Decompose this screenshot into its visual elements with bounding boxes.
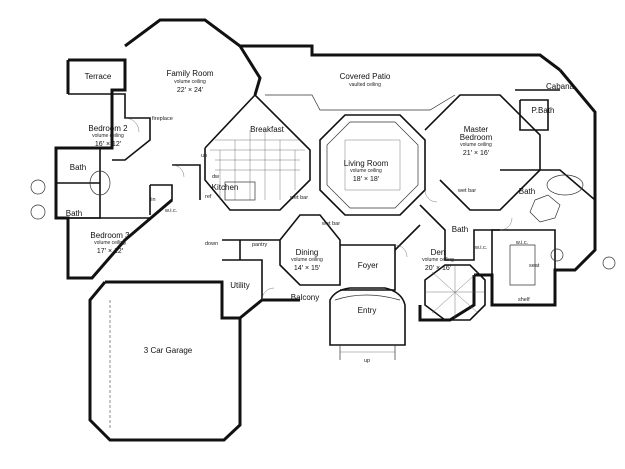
- bedroom2-note: volume ceiling: [92, 133, 124, 139]
- room-labels: Family Room volume ceiling 22′ × 24′ Cov…: [66, 69, 575, 355]
- bedroom2-label: Bedroom 2: [88, 124, 128, 133]
- shelf-label: shelf: [518, 297, 530, 303]
- master-bedroom-label2: Bedroom: [460, 133, 493, 142]
- kitchen-label: Kitchen: [212, 183, 239, 192]
- bedroom3-dims: 17′ × 12′: [97, 248, 124, 255]
- den-label: Den: [431, 248, 446, 257]
- pantry-label: pantry: [252, 242, 268, 248]
- lin-label: lin: [150, 197, 156, 203]
- family-room-note: volume ceiling: [174, 79, 206, 85]
- bedroom2-dims: 16′ × 12′: [95, 141, 122, 148]
- wic-master-label: w.i.c.: [515, 240, 529, 246]
- bedroom3-note: volume ceiling: [94, 240, 126, 246]
- master-bedroom-note: volume ceiling: [460, 142, 492, 148]
- living-room-dims: 18′ × 18′: [353, 176, 380, 183]
- wet-bar-kitchen-label: wet bar: [289, 195, 308, 201]
- den-dims: 20′ × 16′: [425, 265, 452, 272]
- annotations: fireplace pantry wet bar wet bar wet bar…: [150, 116, 540, 364]
- entry-rotunda: [329, 287, 406, 360]
- ref-label: ref: [205, 194, 212, 200]
- family-room-dims: 22′ × 24′: [177, 87, 204, 94]
- pbath-label: P.Bath: [532, 106, 555, 115]
- garage-label: 3 Car Garage: [144, 346, 193, 355]
- cabana-label: Cabana: [546, 82, 575, 91]
- master-bedroom-label: Master: [464, 125, 489, 134]
- bath-left-label: Bath: [66, 209, 82, 218]
- living-room-note: volume ceiling: [350, 168, 382, 174]
- living-room-grid: [344, 139, 401, 191]
- down-label: down: [205, 241, 218, 247]
- bath-upper-left-label: Bath: [70, 163, 86, 172]
- family-room-label: Family Room: [166, 69, 213, 78]
- dw-label: dw: [212, 174, 219, 180]
- bath-mid-label: Bath: [452, 225, 468, 234]
- dining-note: volume ceiling: [291, 257, 323, 263]
- covered-patio-note: vaulted ceiling: [349, 82, 381, 88]
- master-tub: [529, 174, 584, 223]
- bedroom3-label: Bedroom 3: [90, 231, 130, 240]
- up-entry-label: up: [364, 358, 370, 364]
- balcony-label: Balcony: [291, 293, 319, 302]
- master-bedroom-dims: 21′ × 16′: [463, 150, 490, 157]
- foyer-label: Foyer: [358, 261, 379, 270]
- den-note: volume ceiling: [422, 257, 454, 263]
- up-stair-label: up: [201, 153, 207, 159]
- utility-label: Utility: [230, 281, 250, 290]
- living-room-label: Living Room: [344, 159, 389, 168]
- seat-label: seat: [529, 263, 540, 269]
- wic-den-label: w.i.c.: [474, 245, 488, 251]
- wic-left-label: w.i.c.: [164, 208, 178, 214]
- dining-dims: 14′ × 15′: [294, 265, 321, 272]
- patio-outline: [265, 94, 456, 111]
- bath-master-label: Bath: [519, 187, 535, 196]
- wet-bar-master-label: wet bar: [457, 188, 476, 194]
- entry-label: Entry: [358, 306, 377, 315]
- kitchen-tile-grid: [210, 130, 305, 201]
- left-bath-fixtures: [30, 170, 616, 270]
- wet-bar-living-label: wet bar: [321, 221, 340, 227]
- breakfast-label: Breakfast: [250, 125, 285, 134]
- door-swings: [124, 117, 513, 301]
- covered-patio-label: Covered Patio: [340, 72, 391, 81]
- den-bay: [424, 264, 486, 321]
- fireplace-label: fireplace: [152, 116, 173, 122]
- dining-label: Dining: [296, 248, 319, 257]
- terrace-label: Terrace: [85, 72, 112, 81]
- interior-walls: [56, 89, 596, 306]
